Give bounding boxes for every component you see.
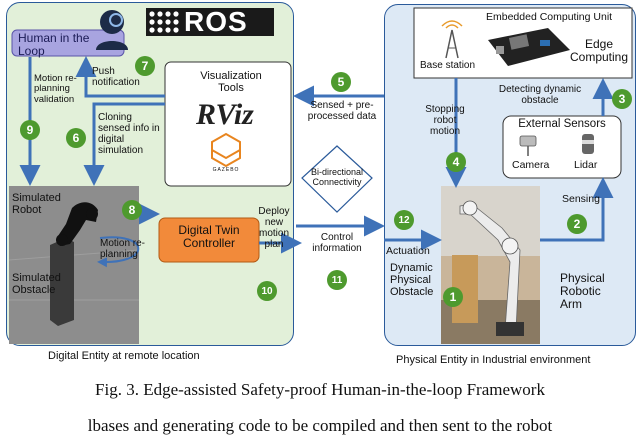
body-text-fragment: lbases and generating code to be compile… — [87, 416, 553, 435]
visualization-tools-label: Visualization Tools — [200, 70, 262, 95]
detecting-label: Detecting dynamic obstacle — [498, 84, 582, 106]
external-sensors-title: External Sensors — [518, 118, 606, 130]
step-2-badge: 2 — [567, 214, 587, 234]
step-10-badge: 10 — [257, 281, 277, 301]
simulated-robot-shape — [56, 202, 98, 246]
digital-entity-label: Digital Entity at remote location — [48, 350, 200, 362]
base-station-label: Base station — [420, 60, 476, 71]
digital-twin-label: Digital Twin Controller — [178, 223, 240, 251]
sensed-data-label: Sensed + pre-processed data — [307, 100, 377, 122]
gazebo-logo-text: GAZEBO — [212, 167, 240, 173]
human-in-loop-label: Human in the Loop — [18, 31, 90, 59]
physical-entity-label: Physical Entity in Industrial environmen… — [396, 354, 591, 366]
embedded-board-icon — [488, 28, 570, 66]
lidar-icon — [582, 134, 594, 154]
human-in-loop-box — [11, 29, 125, 57]
actuation-label: Actuation — [386, 245, 430, 257]
push-notification-label: Push notification — [92, 66, 140, 88]
simulated-robot-label: Simulated Robot — [12, 192, 61, 217]
figure-caption: Fig. 3. Edge-assisted Safety-proof Human… — [95, 380, 545, 399]
embedded-unit-label: Embedded Computing Unit — [486, 11, 613, 23]
step-9-badge: 9 — [20, 120, 40, 140]
stopping-label: Stopping robot motion — [425, 104, 465, 137]
step-1-badge: 1 — [443, 287, 463, 307]
simulated-obstacle-shape — [50, 238, 74, 326]
step-4-badge: 4 — [446, 152, 466, 172]
base-station-icon — [441, 20, 463, 59]
simulated-obstacle-label: Simulated Obstacle — [12, 272, 61, 297]
ros-logo-text: ROS — [184, 6, 248, 37]
physical-obstacle-label: Dynamic Physical Obstacle — [390, 262, 434, 299]
camera-icon — [519, 135, 537, 156]
camera-label: Camera — [512, 159, 550, 171]
step-7-badge: 7 — [135, 56, 155, 76]
rviz-logo: RViz — [196, 98, 254, 131]
cloning-label: Cloning sensed info in digital simulatio… — [98, 112, 160, 156]
step-6-badge: 6 — [66, 128, 86, 148]
physical-arm-label: Physical Robotic Arm — [560, 271, 605, 312]
deploy-label: Deploy new motion plan — [258, 206, 290, 250]
connectivity-diamond — [301, 145, 373, 213]
sensing-label: Sensing — [562, 193, 600, 205]
motion-replanning-validation-label: Motion re-planning validation — [34, 73, 77, 105]
control-information-label: Control information — [312, 232, 362, 254]
digital-twin-box — [158, 217, 260, 263]
motion-replanning-label: Motion re-planning — [100, 238, 146, 260]
step-11-badge: 11 — [327, 270, 347, 290]
step-8-badge: 8 — [122, 200, 142, 220]
visualization-box — [164, 61, 292, 187]
person-icon — [96, 10, 128, 50]
ros-logo-dots — [146, 8, 180, 36]
external-sensors-box — [502, 115, 622, 179]
step-12-badge: 12 — [394, 210, 414, 230]
connectivity-label: Bi-directional Connectivity — [310, 167, 364, 187]
step-5-badge: 5 — [331, 72, 351, 92]
lidar-label: Lidar — [574, 159, 598, 171]
edge-computing-label: Edge Computing — [569, 37, 629, 65]
physical-arm-shape — [459, 200, 524, 336]
step-3-badge: 3 — [612, 89, 632, 109]
gazebo-icon — [211, 132, 241, 168]
